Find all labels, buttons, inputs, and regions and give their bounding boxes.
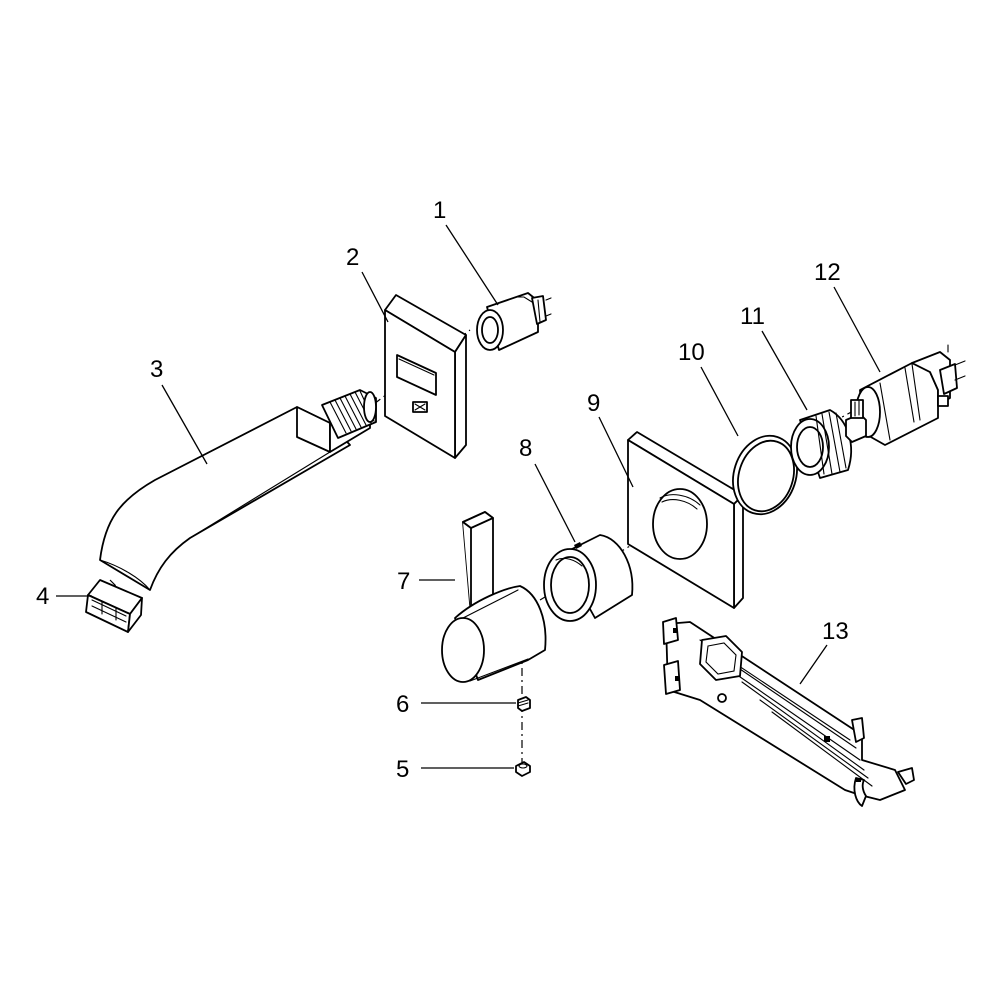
callout-7: 7 — [397, 568, 410, 595]
part-13-installation-template — [662, 617, 915, 807]
callout-10: 10 — [678, 339, 705, 366]
part-9-square-rosette — [627, 431, 744, 609]
part-8-sleeve — [543, 534, 634, 622]
callout-13: 13 — [822, 618, 849, 645]
callout-2: 2 — [346, 244, 359, 271]
callout-3: 3 — [150, 356, 163, 383]
callout-6: 6 — [396, 691, 409, 718]
part-12-cartridge — [845, 344, 966, 446]
part-6-grub-screw — [517, 696, 531, 712]
part-11-nut-ring — [790, 409, 852, 479]
part-10-o-ring — [732, 434, 798, 516]
callout-numbers: 1 2 3 4 5 6 7 8 9 10 11 12 13 — [36, 197, 849, 783]
part-4-aerator — [85, 579, 143, 633]
callout-11: 11 — [740, 303, 765, 330]
callout-4: 4 — [36, 583, 49, 610]
callout-8: 8 — [519, 435, 532, 462]
callout-9: 9 — [587, 390, 600, 417]
callout-12: 12 — [814, 259, 841, 286]
part-3-spout — [99, 389, 377, 591]
part-5-plug-cap — [515, 761, 531, 777]
part-1-adapter — [476, 292, 552, 351]
part-7-lever-handle — [441, 511, 547, 683]
part-2-wall-plate — [384, 294, 467, 459]
callout-5: 5 — [396, 756, 409, 783]
callout-1: 1 — [433, 197, 446, 224]
spout-thread — [321, 389, 377, 439]
leader-lines — [56, 224, 881, 769]
